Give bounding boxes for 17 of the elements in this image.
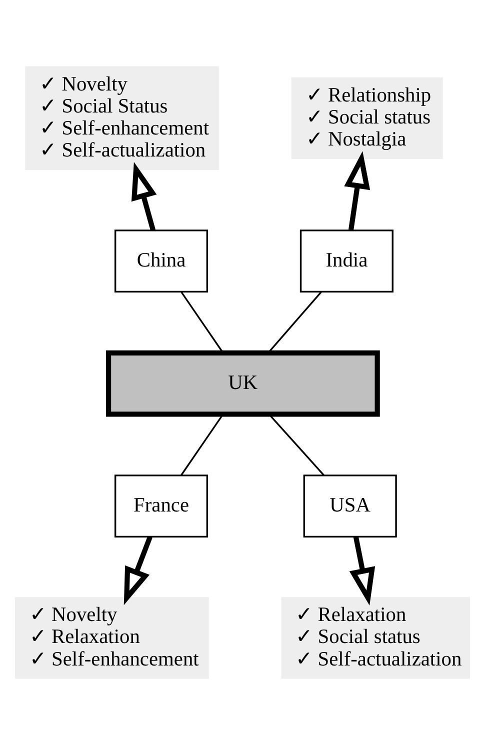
node-box: China [114,230,208,293]
arrow [123,536,152,606]
arrow [344,151,370,230]
node-box: France [114,474,208,538]
node-box: USA [302,474,396,538]
node-box: ✓ Relationship ✓ Social status ✓ Nostalgia [290,77,442,159]
node-box: ✓ Novelty ✓ Social Status ✓ Self-enhancement ✓ Self-actualization [24,66,219,170]
node-box: UK [105,350,380,417]
connector [180,292,224,354]
node-box: ✓ Relaxation ✓ Social status ✓ Self-actualization [280,597,470,679]
arrow [130,162,156,231]
node-box: ✓ Novelty ✓ Relaxation ✓ Self-enhancement [14,597,208,679]
node-box: India [299,230,393,293]
connector [180,414,223,476]
connector [267,292,322,354]
arrow [348,536,375,606]
connector [268,414,324,476]
